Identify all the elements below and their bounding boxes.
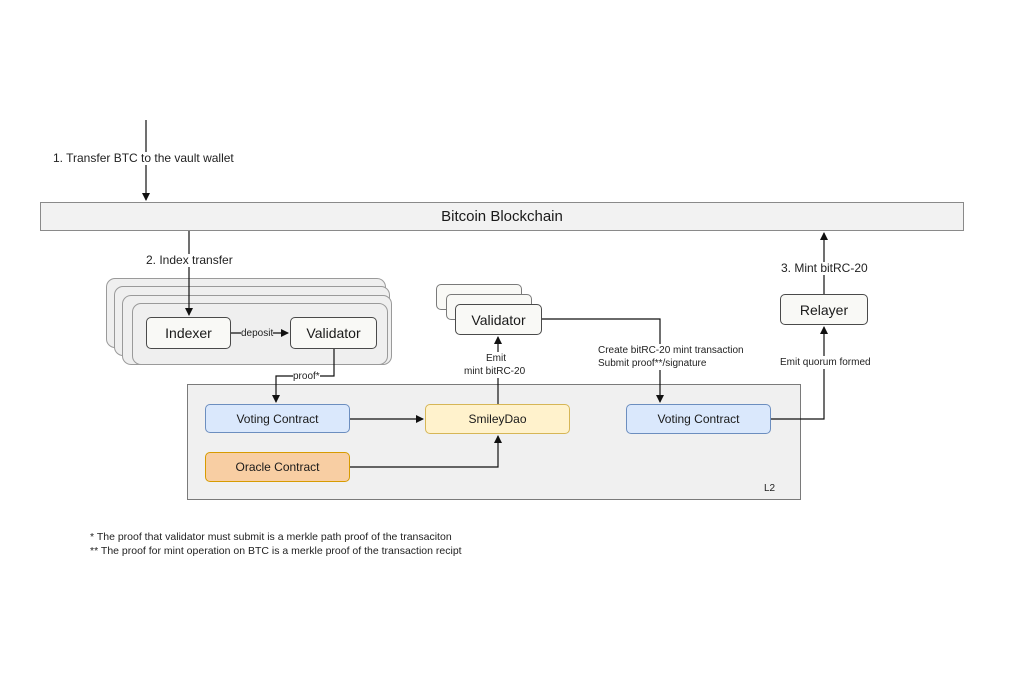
relayer-node: Relayer xyxy=(780,294,868,325)
label-submit-proof: Submit proof**/signature xyxy=(598,357,707,370)
label-deposit: deposit xyxy=(241,327,274,340)
bitcoin-blockchain-bar: Bitcoin Blockchain xyxy=(40,202,964,231)
label-transfer: 1. Transfer BTC to the vault wallet xyxy=(53,151,234,165)
edge-quorum xyxy=(771,326,828,420)
edge-create-mint xyxy=(542,318,664,403)
smileydao-node: SmileyDao xyxy=(425,404,570,434)
label-proof: proof* xyxy=(293,370,320,383)
label-emit: Emit xyxy=(486,352,506,365)
label-mint-bitrc20: 3. Mint bitRC-20 xyxy=(781,261,868,275)
l2-label: L2 xyxy=(764,483,776,494)
oracle-contract: Oracle Contract xyxy=(205,452,350,482)
voting-contract-left: Voting Contract xyxy=(205,404,350,433)
label-emit-mint: mint bitRC-20 xyxy=(464,365,526,378)
label-quorum: Emit quorum formed xyxy=(780,356,871,369)
footnote-1: * The proof that validator must submit i… xyxy=(90,531,452,543)
label-create-mint: Create bitRC-20 mint transaction xyxy=(598,344,744,357)
edge-oracle-to-dao xyxy=(350,435,502,468)
validator-node-left: Validator xyxy=(290,317,377,349)
footnote-2: ** The proof for mint operation on BTC i… xyxy=(90,545,462,557)
voting-contract-right: Voting Contract xyxy=(626,404,771,434)
validator-node-middle: Validator xyxy=(455,304,542,335)
indexer-node: Indexer xyxy=(146,317,231,349)
label-index-transfer: 2. Index transfer xyxy=(146,253,233,267)
